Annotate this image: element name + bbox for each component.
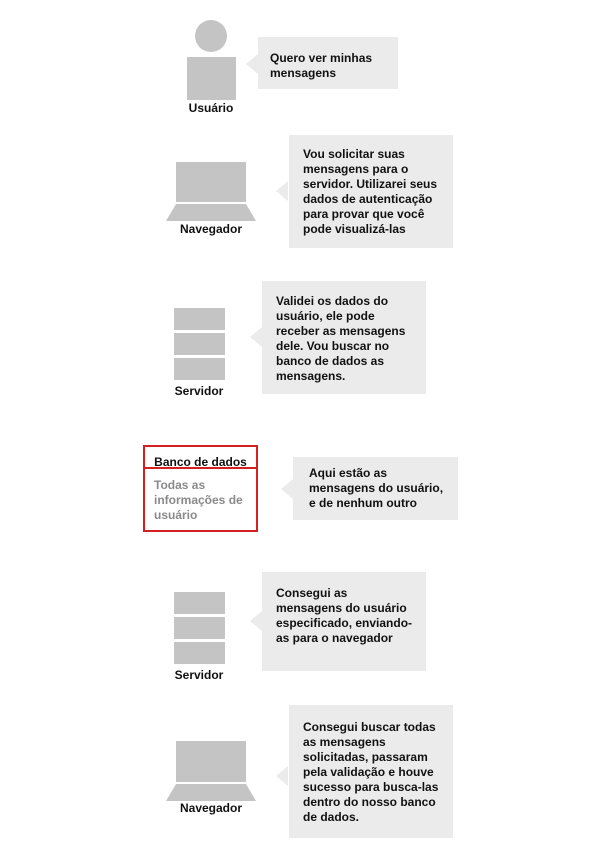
actor-label-navegador: Navegador bbox=[179, 801, 243, 815]
server-rack-unit bbox=[174, 308, 225, 330]
bubble-text: Validei os dados do usuário, ele pode re… bbox=[276, 294, 406, 383]
user-icon-head bbox=[195, 20, 227, 52]
speech-bubble-banco-de-dados: Aqui estão as mensagens do usuário, e de… bbox=[293, 457, 458, 520]
database-title: Banco de dados bbox=[143, 445, 258, 469]
speech-bubble-usuario: Quero ver minhas mensagens bbox=[258, 37, 398, 89]
server-rack-unit bbox=[174, 333, 225, 355]
speech-bubble-servidor: Validei os dados do usuário, ele pode re… bbox=[262, 281, 426, 394]
actor-label-servidor: Servidor bbox=[174, 668, 224, 682]
speech-bubble-tail bbox=[276, 766, 288, 786]
server-rack-unit bbox=[174, 358, 225, 380]
actor-label-servidor: Servidor bbox=[174, 384, 224, 398]
bubble-text: Quero ver minhas mensagens bbox=[270, 51, 373, 80]
database-description: Todas as informações de usuário bbox=[154, 478, 243, 522]
speech-bubble-navegador: Consegui buscar todas as mensagens solic… bbox=[289, 705, 453, 838]
speech-bubble-tail bbox=[246, 54, 258, 74]
bubble-text: Consegui buscar todas as mensagens solic… bbox=[303, 720, 439, 824]
speech-bubble-tail bbox=[281, 479, 293, 499]
laptop-icon-base bbox=[166, 204, 256, 221]
speech-bubble-tail bbox=[276, 181, 288, 201]
user-icon-body bbox=[187, 57, 236, 100]
server-rack-unit bbox=[174, 592, 225, 614]
speech-bubble-tail bbox=[250, 611, 262, 631]
laptop-icon-screen bbox=[176, 741, 246, 782]
bubble-text: Aqui estão as mensagens do usuário, e de… bbox=[309, 466, 444, 510]
actor-label-navegador: Navegador bbox=[179, 222, 243, 236]
laptop-icon-screen bbox=[176, 162, 246, 202]
server-rack-unit bbox=[174, 617, 225, 639]
speech-bubble-tail bbox=[250, 327, 262, 347]
speech-bubble-navegador: Vou solicitar suas mensagens para o serv… bbox=[289, 135, 453, 248]
speech-bubble-servidor: Consegui as mensagens do usuário especif… bbox=[262, 572, 426, 671]
bubble-text: Consegui as mensagens do usuário especif… bbox=[276, 586, 413, 645]
bubble-text: Vou solicitar suas mensagens para o serv… bbox=[303, 147, 438, 236]
laptop-icon-base bbox=[166, 784, 256, 801]
actor-label-usuario: Usuário bbox=[188, 101, 234, 115]
server-rack-unit bbox=[174, 642, 225, 664]
